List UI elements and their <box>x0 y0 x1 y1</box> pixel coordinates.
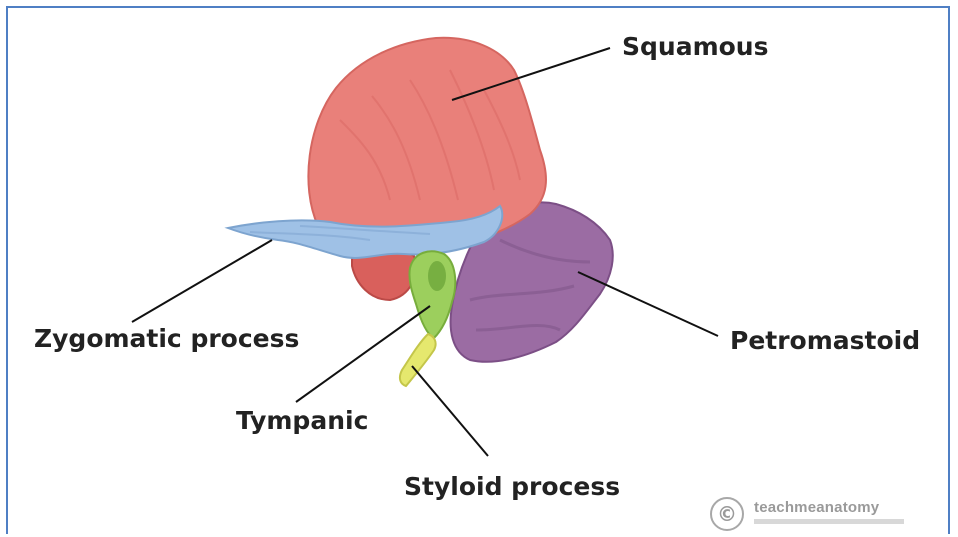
leader-styloid <box>412 366 488 456</box>
leader-tympanic <box>296 306 430 402</box>
squamous-part <box>308 38 546 250</box>
label-tympanic: Tympanic <box>236 408 368 433</box>
watermark-subline <box>754 519 904 524</box>
label-styloid-process: Styloid process <box>404 474 620 499</box>
styloid-part <box>400 334 436 386</box>
external-acoustic-meatus <box>428 261 446 291</box>
label-zygomatic-process: Zygomatic process <box>34 326 299 351</box>
copyright-icon: © <box>710 497 744 531</box>
leader-petromastoid <box>578 272 718 336</box>
label-petromastoid: Petromastoid <box>730 328 920 353</box>
label-squamous: Squamous <box>622 34 768 59</box>
watermark-text: teachmeanatomy <box>754 499 879 516</box>
leader-zygomatic <box>132 240 272 322</box>
